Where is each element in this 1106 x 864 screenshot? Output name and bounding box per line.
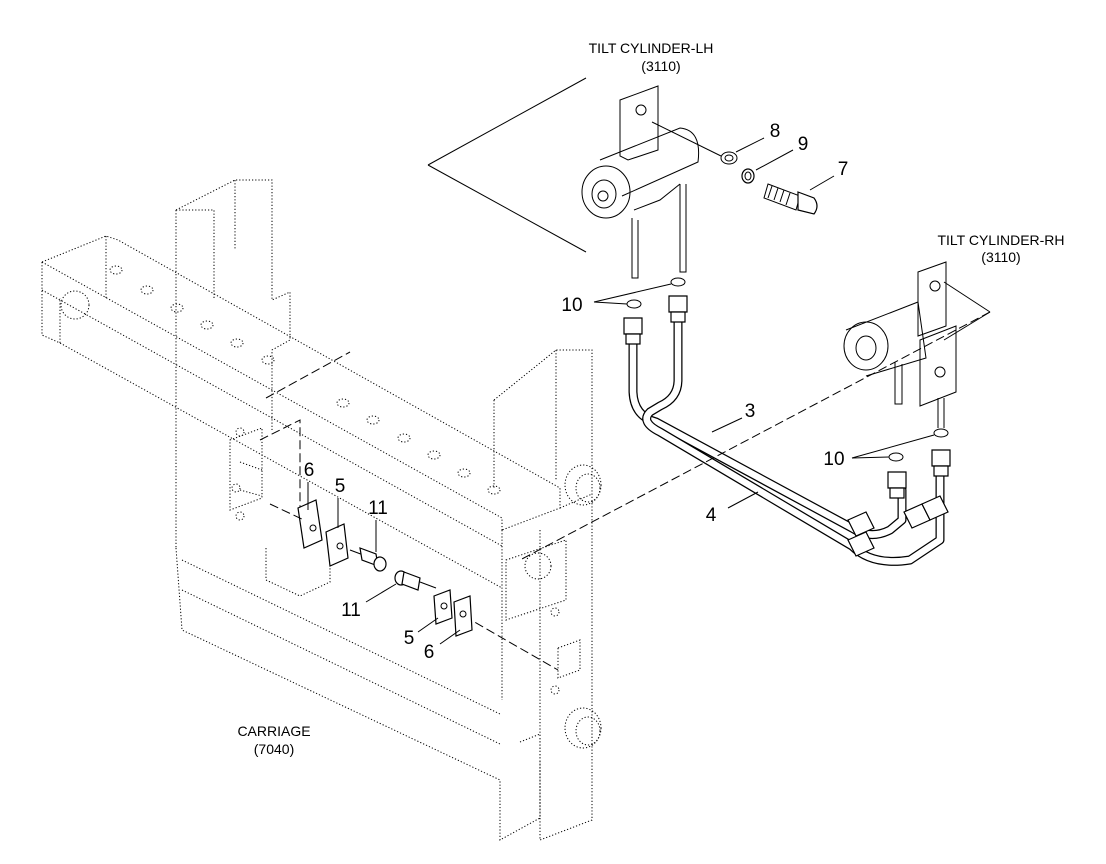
tilt-cylinder-rh-code: (3110) (981, 249, 1020, 265)
tilt-cylinder-rh-label: TILT CYLINDER-RH (937, 232, 1064, 248)
lower-alignment (463, 615, 559, 671)
callout-5-lower: 5 (404, 628, 415, 649)
callout-7: 7 (838, 159, 849, 180)
callout-5-upper: 5 (335, 476, 346, 497)
hose-fittings (623, 295, 951, 557)
callout-10-lower: 10 (823, 449, 844, 470)
carriage-assembly (41, 179, 602, 841)
callout-11-lower: 11 (341, 600, 361, 621)
bolt-upper-11 (349, 547, 387, 572)
o-ring-rh-b (933, 428, 949, 438)
clamp-lower-6 (453, 595, 473, 637)
o-ring-rh-a (888, 452, 904, 462)
callout-6-lower: 6 (424, 642, 435, 663)
crossbar-holes (109, 265, 501, 495)
clamp-lower-5 (433, 589, 453, 625)
clamp-upper-6 (269, 499, 323, 549)
callout-4: 4 (706, 505, 717, 526)
callout-3: 3 (745, 401, 756, 422)
tilt-cylinder-rh (843, 261, 991, 428)
callout-9: 9 (798, 134, 809, 155)
carriage-label: CARRIAGE (237, 723, 310, 739)
callout-10-upper: 10 (561, 295, 582, 316)
alignment-line (519, 311, 991, 561)
bolt-7 (763, 183, 818, 215)
bracket-alignment (259, 351, 351, 520)
clamp-upper-5 (325, 523, 349, 567)
washer-9 (741, 168, 755, 184)
washer-8 (651, 121, 738, 165)
o-ring-lh-a (626, 299, 642, 309)
lh-outline-lead (427, 77, 587, 253)
o-ring-lh-b (670, 277, 686, 287)
callout-leaders (307, 137, 935, 645)
tilt-cylinder-lh-code: (3110) (641, 58, 680, 74)
callout-6-upper: 6 (304, 460, 315, 481)
callout-11-upper: 11 (368, 498, 388, 519)
hose-4 (642, 315, 945, 566)
tilt-cylinder-lh (581, 85, 700, 279)
carriage-code: (7040) (254, 741, 294, 757)
callout-8: 8 (770, 121, 781, 142)
tilt-cylinder-lh-label: TILT CYLINDER-LH (589, 40, 714, 56)
bolt-lower-11 (394, 570, 437, 591)
